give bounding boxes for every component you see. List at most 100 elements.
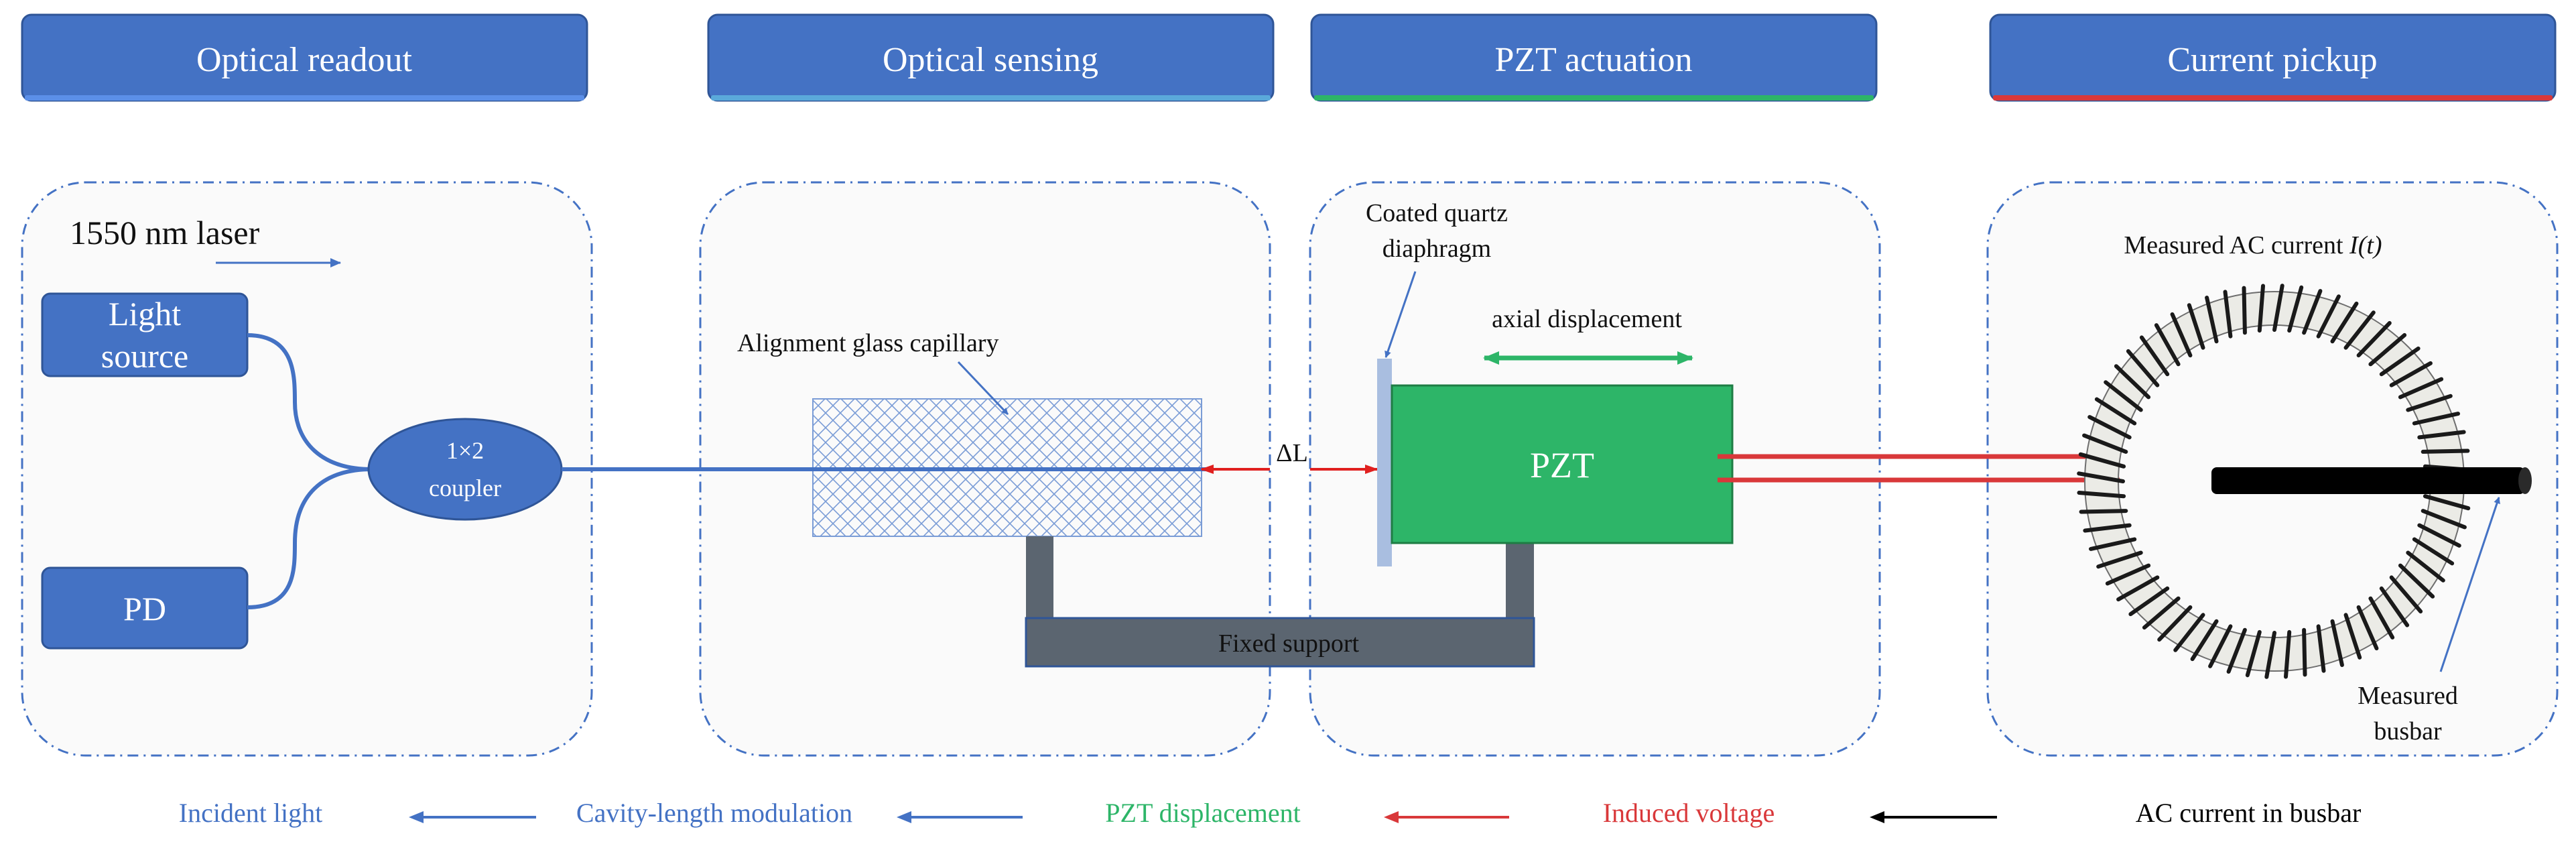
header-optical-readout-label: Optical readout <box>196 41 413 79</box>
flow-pzt-displacement: PZT displacement <box>1105 798 1300 828</box>
coil-turn <box>2128 586 2170 617</box>
coil-turn <box>2302 627 2307 677</box>
coil-turn <box>2272 284 2284 332</box>
flow-cavity-length-modulation: Cavity-length modulation <box>576 798 852 828</box>
pd-box: PD <box>41 566 249 650</box>
header-optical-readout: Optical readout <box>21 13 588 102</box>
coil-turn <box>2264 631 2276 679</box>
coil-turn <box>2368 333 2407 367</box>
coil-turn <box>2356 605 2379 651</box>
coil-turn <box>2412 537 2455 566</box>
diaphragm-pointer <box>1384 271 1417 358</box>
diaphragm-label-line2: diaphragm <box>1382 235 1492 263</box>
coil-turn <box>2389 575 2423 614</box>
coupler-label-line2: coupler <box>429 475 501 501</box>
fiber-pd <box>247 467 373 609</box>
fixed-support-label: Fixed support <box>1218 629 1360 658</box>
coil-turn <box>2316 294 2341 339</box>
coil-turn <box>2257 284 2265 333</box>
laser-label: 1550 nm laser <box>70 214 260 251</box>
quartz-diaphragm <box>1377 359 1392 566</box>
busbar <box>2211 467 2532 494</box>
coil-turn <box>2190 619 2219 662</box>
coil-turn <box>2398 377 2444 400</box>
capillary-label: Alignment glass capillary <box>737 329 999 357</box>
coil-turn <box>2412 412 2460 426</box>
coil-turn <box>2157 605 2193 642</box>
busbar-pointer <box>2439 497 2500 672</box>
header-pzt-actuation-label: PZT actuation <box>1494 41 1692 79</box>
coil-turn <box>2245 629 2262 678</box>
coil-turn <box>2406 550 2445 583</box>
coil-turn <box>2421 509 2467 530</box>
coil-turn <box>2223 290 2233 339</box>
flow-arrowhead-3 <box>1384 811 1399 823</box>
coil-turn <box>2379 586 2410 627</box>
header-current-pickup-label: Current pickup <box>2167 41 2377 79</box>
axial-displacement-label: axial displacement <box>1492 305 1682 333</box>
coil-turn <box>2077 471 2125 483</box>
coil-turn <box>2116 575 2160 602</box>
coil-turn <box>2187 303 2205 350</box>
coil-turn <box>2205 296 2219 344</box>
coupler: 1×2 coupler <box>367 418 563 521</box>
coil-turn <box>2083 523 2132 533</box>
coil-turn <box>2330 301 2359 344</box>
coil-turn <box>2078 452 2126 469</box>
header-current-pickup: Current pickup <box>1989 13 2557 102</box>
coil-turn <box>2114 364 2151 400</box>
coil-turn <box>2389 361 2433 387</box>
fixed-support: Fixed support <box>1025 536 1535 668</box>
coil-turn <box>2421 448 2470 454</box>
pzt-label: PZT <box>1530 445 1594 485</box>
coil-turn <box>2343 310 2376 350</box>
coil-turn <box>2226 627 2247 674</box>
flow-arrowhead-1 <box>409 811 424 823</box>
fiber-light-source <box>247 333 373 471</box>
busbar-label-line1: Measured <box>2358 682 2458 710</box>
light-source-label-line2: source <box>101 337 189 375</box>
coil-turn <box>2417 523 2461 548</box>
header-pzt-actuation: PZT actuation <box>1310 13 1878 102</box>
pzt-block <box>1391 384 1734 544</box>
header-optical-sensing-label: Optical sensing <box>883 41 1098 79</box>
busbar-label-line2: busbar <box>2374 717 2442 745</box>
coil-turn <box>2094 397 2137 426</box>
coil-turn <box>2316 624 2326 673</box>
coil-turn <box>2368 596 2395 640</box>
coil-turn <box>2302 289 2323 335</box>
measured-current-label: Measured AC current I(t) <box>2124 231 2382 259</box>
coil-turn <box>2170 312 2193 358</box>
coil-turn <box>2242 286 2247 335</box>
coil-turn <box>2287 285 2304 333</box>
flow-arrowhead-4 <box>1870 811 1884 823</box>
flow-arrowhead-2 <box>897 811 911 823</box>
coil-turn <box>2284 629 2292 679</box>
header-optical-sensing: Optical sensing <box>707 13 1275 102</box>
coil-turn <box>2096 550 2143 569</box>
coil-turn <box>2417 430 2466 440</box>
light-source-box: Light source <box>41 292 249 377</box>
coil-turn <box>2077 491 2126 499</box>
coil-turn <box>2104 380 2143 412</box>
coil-turn <box>2089 537 2137 551</box>
coil-turn <box>2082 433 2128 454</box>
coil-turn <box>2356 320 2392 358</box>
delta-l-label: ΔL <box>1276 439 1308 467</box>
light-source-label-line1: Light <box>109 295 181 333</box>
flow-arrows <box>409 811 1997 823</box>
coil-turn <box>2139 335 2170 377</box>
coil-turn <box>2343 613 2362 660</box>
coil-turn <box>2406 394 2453 412</box>
capillary-pointer <box>957 361 1009 416</box>
coil-turn <box>2423 494 2471 511</box>
coil-turns <box>2077 284 2472 679</box>
coil-turn <box>2379 346 2421 377</box>
coil-turn <box>2105 563 2151 586</box>
coupler-label-line1: 1×2 <box>446 437 484 464</box>
coil-turn <box>2173 613 2205 652</box>
flow-incident-light: Incident light <box>179 798 322 828</box>
coil-turn <box>2142 596 2181 630</box>
